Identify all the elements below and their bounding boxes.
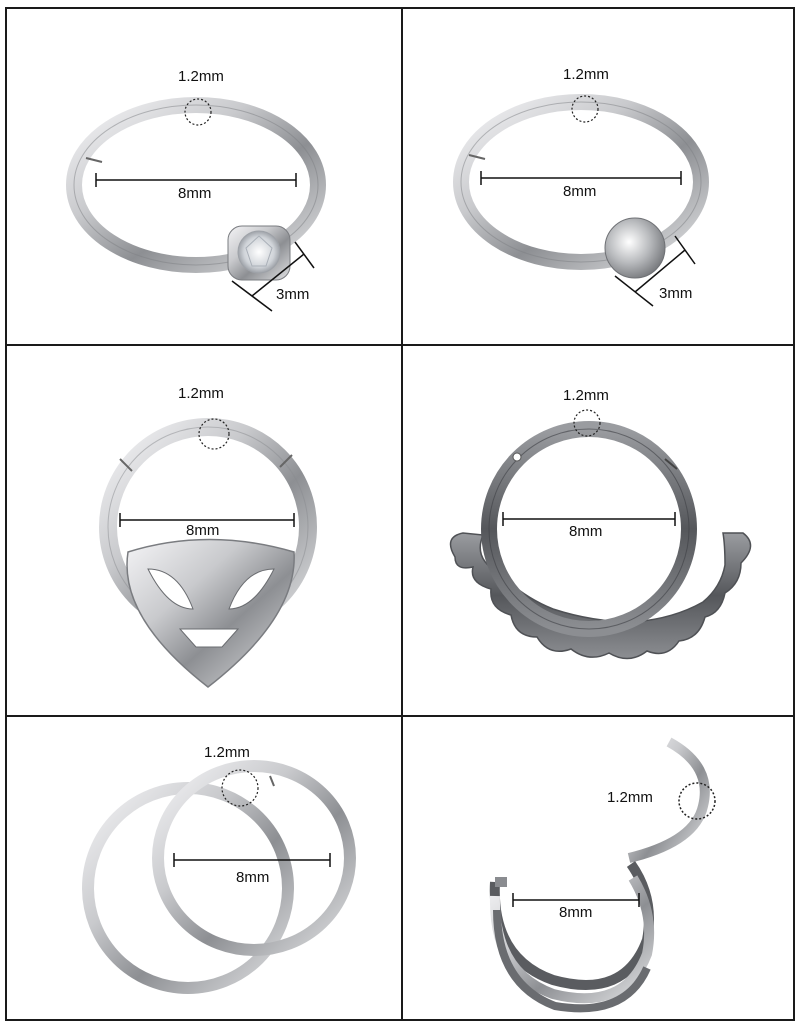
diameter-label: 8mm [563, 183, 597, 200]
diameter-label: 8mm [569, 523, 603, 540]
product-cell-triple-clicker-open[interactable]: 1.2mm 8mm [403, 718, 793, 1019]
diameter-label: 8mm [186, 522, 220, 539]
diameter-label: 8mm [236, 869, 270, 886]
product-cell-double-hoop[interactable]: 1.2mm 8mm [8, 718, 401, 1019]
triple-clicker-illustration [489, 737, 716, 1013]
diameter-label: 8mm [178, 185, 212, 202]
product-cell-captive-bead-ball[interactable]: 1.2mm 8mm 3mm [403, 10, 793, 344]
captive-bead-gem-ring-illustration [66, 97, 326, 312]
flower-clicker-illustration [449, 409, 752, 660]
bead-size-label: 3mm [659, 285, 693, 302]
product-cell-alien-clicker[interactable]: 1.2mm 8mm [8, 347, 401, 715]
product-cell-flower-clicker[interactable]: 1.2mm 8mm [403, 347, 793, 715]
bead-size-label: 3mm [276, 286, 310, 303]
wire-gauge-label: 1.2mm [204, 744, 250, 761]
wire-gauge-label: 1.2mm [607, 789, 653, 806]
captive-bead-ball-ring-illustration [453, 94, 709, 307]
wire-gauge-label: 1.2mm [178, 68, 224, 85]
wire-gauge-label: 1.2mm [178, 385, 224, 402]
diameter-label: 8mm [559, 904, 593, 921]
product-cell-captive-bead-gem[interactable]: 1.2mm 8mm 3mm [8, 10, 401, 344]
alien-clicker-illustration [99, 418, 317, 688]
wire-gauge-label: 1.2mm [563, 66, 609, 83]
wire-gauge-label: 1.2mm [563, 387, 609, 404]
double-hoop-illustration [82, 760, 356, 994]
